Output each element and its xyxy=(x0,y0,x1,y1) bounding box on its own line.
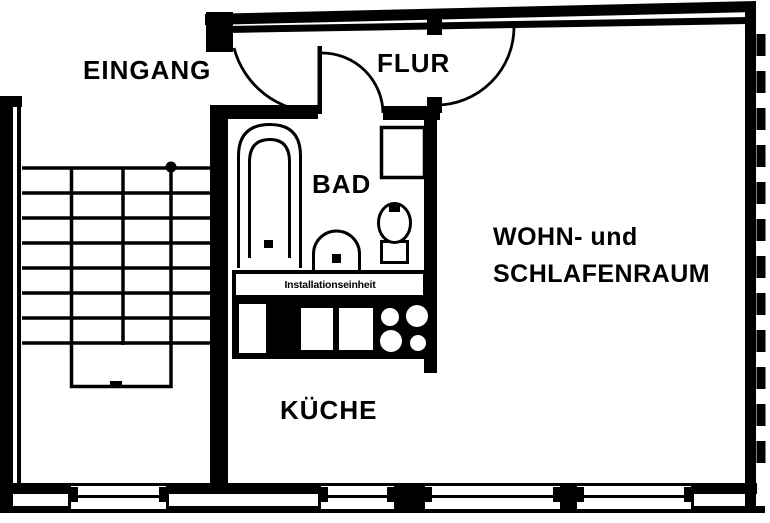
stair-landing-mark xyxy=(110,381,122,387)
bathtub-drain xyxy=(264,240,273,248)
entry-door-arc xyxy=(232,47,318,114)
top-inner-wall xyxy=(228,17,748,33)
bottom-wall-pier2 xyxy=(562,483,575,512)
washbasin-drain xyxy=(332,254,341,263)
bad-door-arc xyxy=(321,51,385,114)
left-outer-wall xyxy=(0,105,13,513)
kitchen-sink-basin-1 xyxy=(301,308,333,350)
window-wohnraum-1 xyxy=(422,483,563,512)
room-label-eingang: EINGANG xyxy=(83,55,212,85)
stair-stringers xyxy=(69,168,173,388)
stair-newel-post xyxy=(165,161,177,173)
flur-door-arc xyxy=(435,26,516,107)
room-label-wohn-schlafraum: WOHN- und SCHLAFENRAUM xyxy=(493,219,710,293)
room-label-wohn-line1: WOHN- und xyxy=(493,223,638,251)
refrigerator-icon xyxy=(239,304,266,353)
staircase xyxy=(22,161,210,389)
kitchen-counter xyxy=(232,297,435,359)
left-wall-cap xyxy=(0,96,22,107)
stair-treads xyxy=(22,166,210,345)
bottom-wall-seg3 xyxy=(693,483,757,494)
left-wall-inner-line xyxy=(17,105,21,483)
shower-cabinet-icon xyxy=(379,125,427,180)
right-outer-wall xyxy=(745,12,756,513)
kitchen-sink-basin-2 xyxy=(339,308,373,350)
top-outer-wall xyxy=(205,1,756,25)
stairwell-divider-wall xyxy=(210,105,228,493)
window-stairwell xyxy=(68,483,169,512)
bottom-wall-seg2 xyxy=(167,483,318,494)
toilet-icon xyxy=(377,202,412,264)
room-label-flur: FLUR xyxy=(377,48,451,78)
washbasin-icon xyxy=(312,229,361,270)
installation-unit-label: Installationseinheit xyxy=(284,279,376,291)
flur-door-jamb-top xyxy=(427,18,442,35)
bottom-wall-seg1 xyxy=(0,483,70,494)
window-wohnraum-2 xyxy=(574,483,694,512)
room-label-bad: BAD xyxy=(312,169,372,199)
room-label-kueche: KÜCHE xyxy=(280,395,378,425)
room-label-wohn-line2: SCHLAFENRAUM xyxy=(493,260,711,288)
windows xyxy=(68,483,694,512)
stove-burners-icon xyxy=(380,305,428,352)
bathtub-icon xyxy=(237,122,302,268)
doors xyxy=(232,26,516,114)
window-kueche xyxy=(318,483,397,512)
door-leaf xyxy=(317,46,322,114)
toilet-flush xyxy=(389,204,400,212)
